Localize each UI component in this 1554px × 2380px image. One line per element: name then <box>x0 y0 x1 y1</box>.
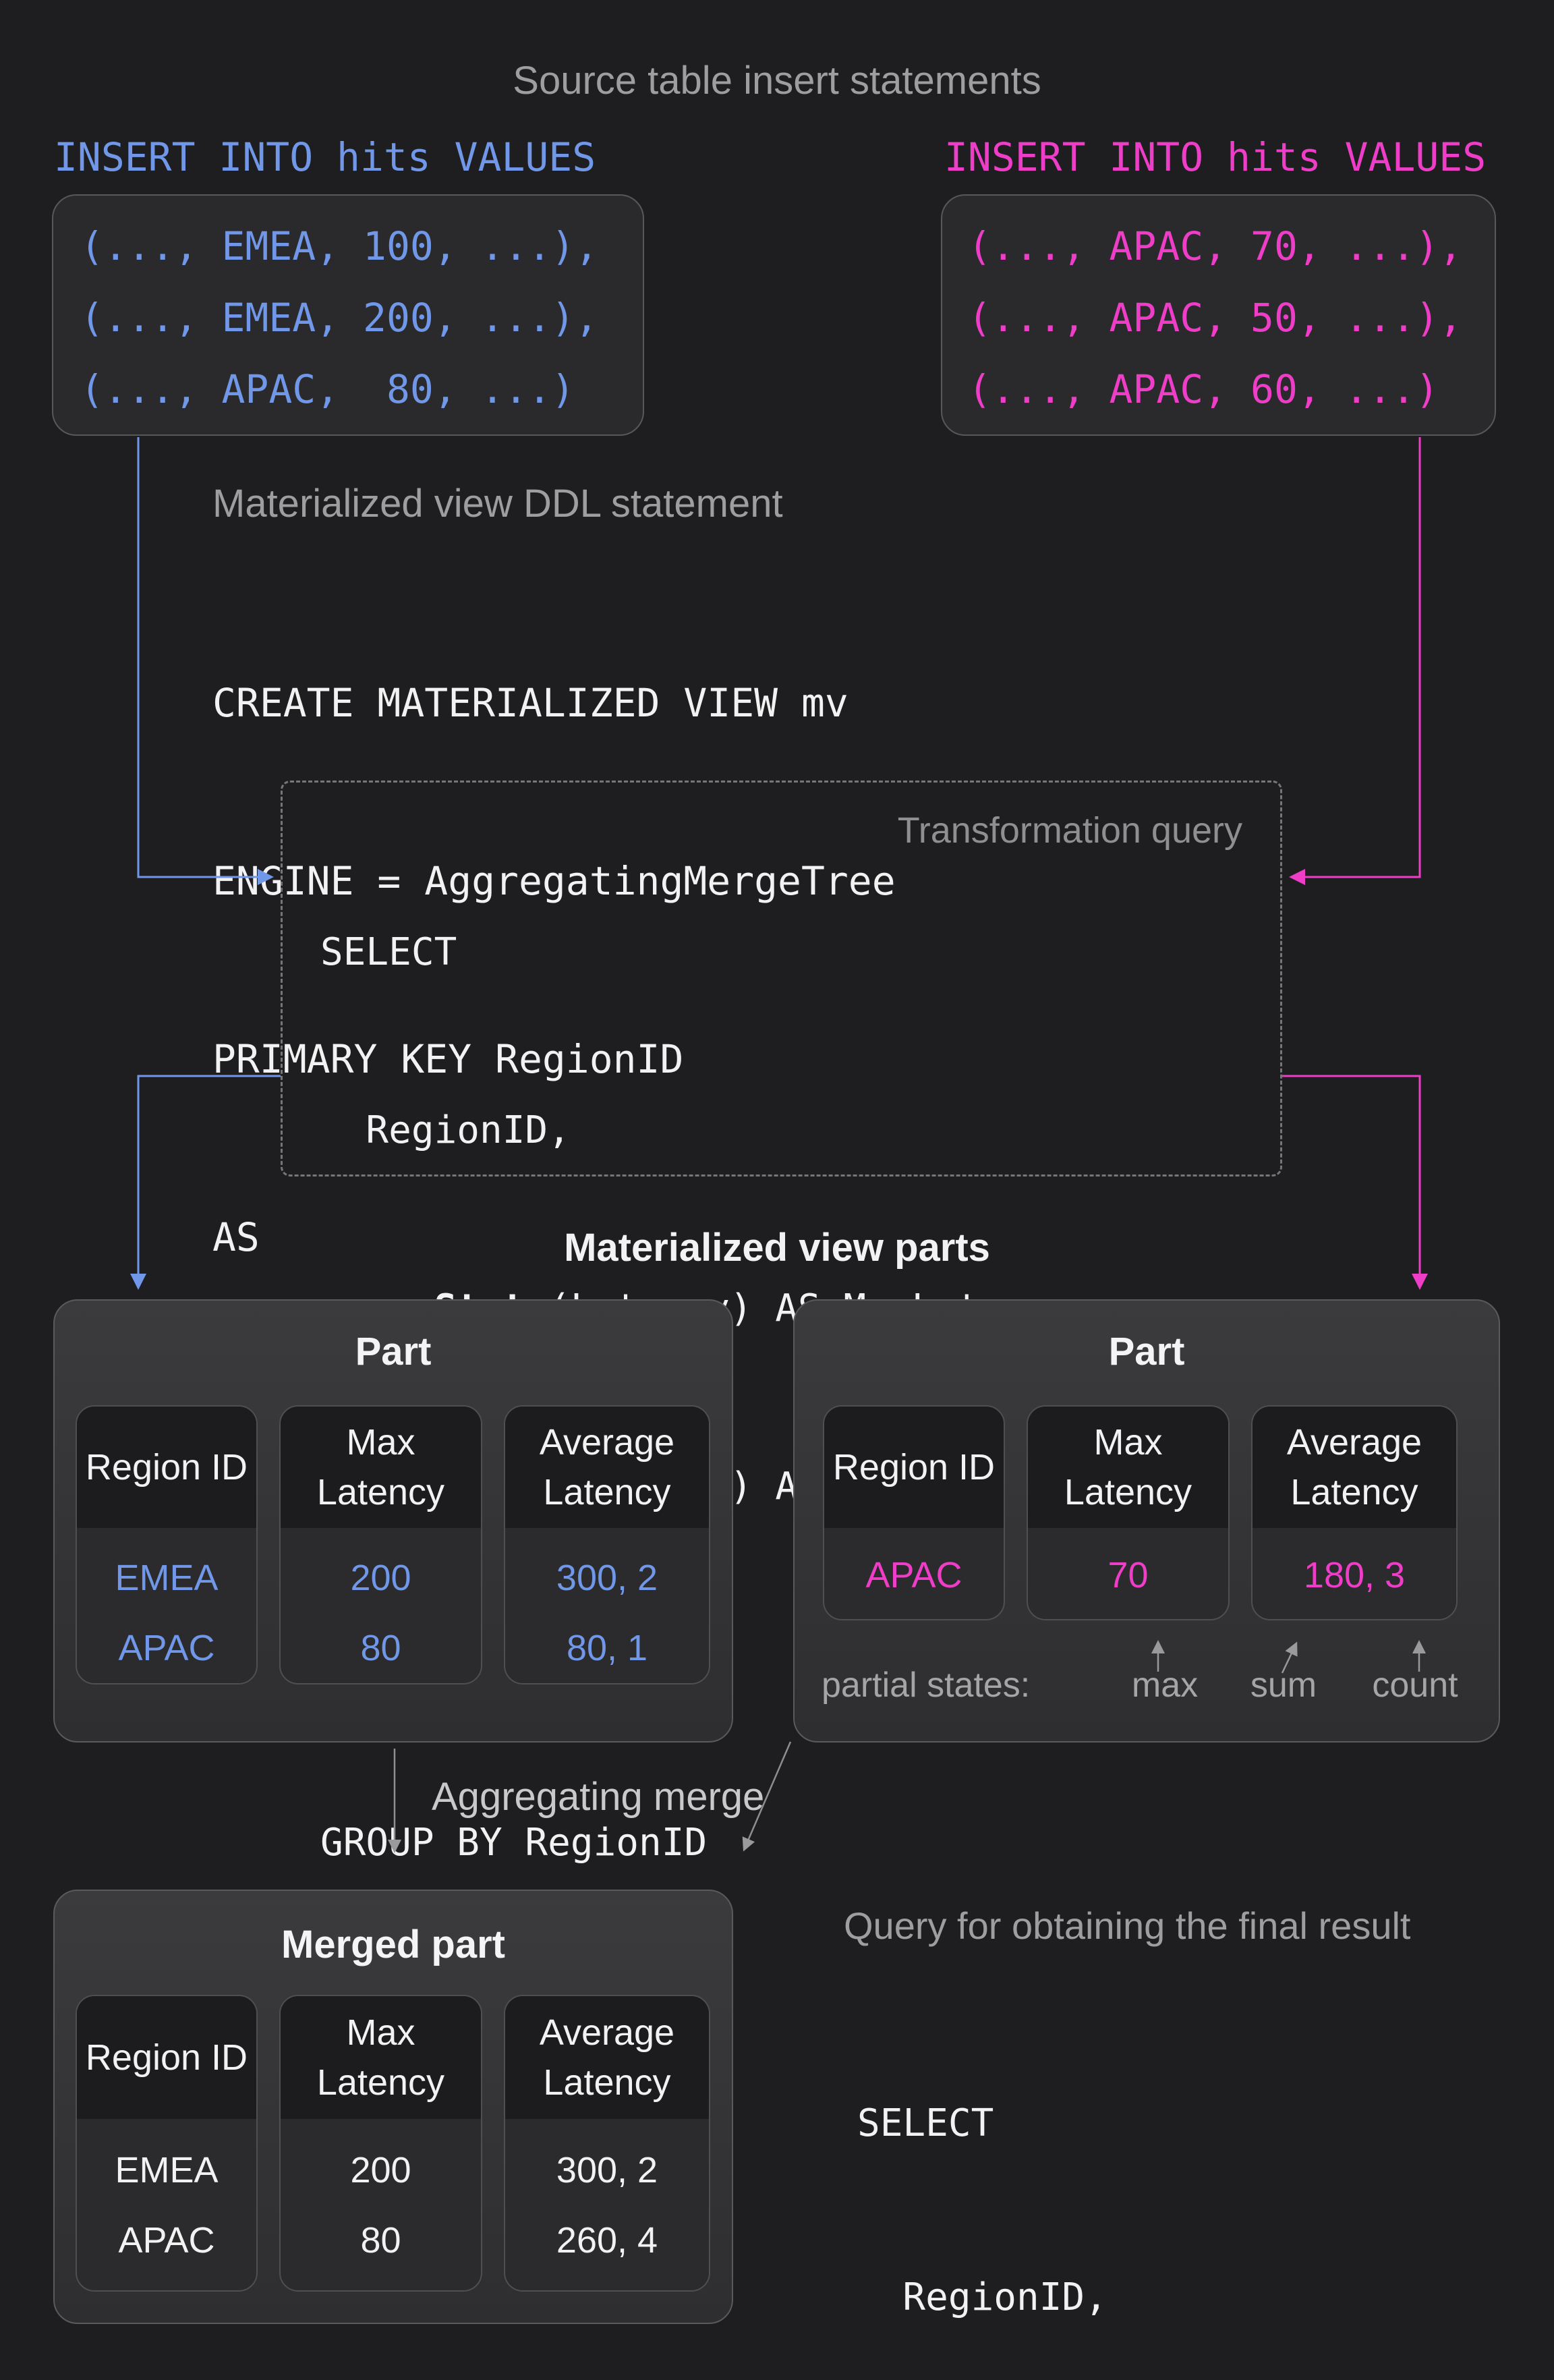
insert-row: (..., EMEA, 200, ...), <box>80 295 599 341</box>
cell: 300, 2 <box>556 2150 658 2190</box>
column-values: APAC <box>824 1528 1004 1619</box>
cell: 260, 4 <box>556 2220 658 2261</box>
transformation-query-label: Transformation query <box>897 810 1242 851</box>
code-line: GROUP BY RegionID <box>320 1821 708 1865</box>
part-box-right: Part Region ID APAC Max Latency 70 Avera… <box>793 1299 1500 1743</box>
merged-part-box: Merged part Region ID EMEA APAC Max Late… <box>53 1890 733 2324</box>
cell: EMEA <box>115 2150 219 2190</box>
part-title: Part <box>1108 1330 1185 1373</box>
merged-part-title: Merged part <box>281 1923 505 1966</box>
column-values: 70 <box>1028 1528 1228 1619</box>
insert-values-box-right: (..., APAC, 70, ...), (..., APAC, 50, ..… <box>941 194 1496 436</box>
column-max-latency: Max Latency 200 80 <box>279 1405 482 1684</box>
code-line: ENGINE = AggregatingMergeTree <box>212 858 896 904</box>
partial-state-sum: sum <box>1250 1666 1317 1705</box>
column-header: Average Latency <box>505 1407 709 1528</box>
final-query-label: Query for obtaining the final result <box>844 1904 1411 1947</box>
cell: 80 <box>360 2220 401 2261</box>
cell: APAC <box>118 1628 215 1668</box>
column-header: Average Latency <box>1253 1407 1456 1528</box>
column-header: Region ID <box>824 1407 1004 1528</box>
column-values: EMEA APAC <box>77 1528 256 1683</box>
insert-row: (..., EMEA, 100, ...), <box>80 223 599 269</box>
column-region-id: Region ID EMEA APAC <box>76 1405 258 1684</box>
insert-row: (..., APAC, 70, ...), <box>968 223 1463 269</box>
insert-row: (..., APAC, 80, ...) <box>80 366 575 412</box>
partial-state-max: max <box>1131 1666 1199 1705</box>
column-values: 180, 3 <box>1253 1528 1456 1619</box>
column-max-latency: Max Latency 200 80 <box>279 1995 482 2292</box>
cell: APAC <box>118 2220 215 2261</box>
cell: EMEA <box>115 1558 219 1598</box>
part-title: Part <box>355 1330 432 1373</box>
ddl-label: Materialized view DDL statement <box>212 482 783 526</box>
column-values: 200 80 <box>281 2119 481 2290</box>
code-line: PRIMARY KEY RegionID <box>212 1036 684 1082</box>
source-table-title: Source table insert statements <box>513 59 1041 103</box>
code-line: SELECT <box>857 2101 994 2145</box>
insert-statement-left: INSERT INTO hits VALUES <box>54 134 596 180</box>
column-header: Region ID <box>77 1996 256 2119</box>
column-values: 200 80 <box>281 1528 481 1683</box>
part-box-left: Part Region ID EMEA APAC Max Latency 200… <box>53 1299 733 1743</box>
column-region-id: Region ID EMEA APAC <box>76 1995 258 2292</box>
cell: 300, 2 <box>556 1558 658 1598</box>
column-header: Region ID <box>77 1407 256 1528</box>
insert-values-box-left: (..., EMEA, 100, ...), (..., EMEA, 200, … <box>52 194 644 436</box>
cell: 70 <box>1107 1554 1149 1595</box>
partial-state-count: count <box>1372 1666 1458 1705</box>
column-average-latency: Average Latency 300, 2 260, 4 <box>504 1995 710 2292</box>
code-line: RegionID, <box>320 1108 571 1152</box>
column-header: Max Latency <box>1028 1407 1228 1528</box>
insert-statement-right: INSERT INTO hits VALUES <box>944 134 1487 180</box>
cell: 80 <box>360 1628 401 1668</box>
cell: 200 <box>350 1558 411 1598</box>
column-header: Max Latency <box>281 1407 481 1528</box>
column-region-id: Region ID APAC <box>823 1405 1005 1620</box>
transformation-query-box: Transformation query SELECT RegionID, ma… <box>281 781 1282 1865</box>
ddl-code: CREATE MATERIALIZED VIEW mv ENGINE = Agg… <box>212 555 896 1386</box>
cell: APAC <box>865 1554 962 1595</box>
parts-section-title: Materialized view parts <box>564 1226 990 1270</box>
column-values: EMEA APAC <box>77 2119 256 2290</box>
arrow-right-insert-to-transform <box>1289 437 1421 885</box>
cell: 180, 3 <box>1303 1554 1406 1595</box>
partial-states-label: partial states: <box>822 1666 1031 1705</box>
insert-row: (..., APAC, 50, ...), <box>968 295 1463 341</box>
code-line: SELECT <box>320 930 457 974</box>
cell: 200 <box>350 2150 411 2190</box>
code-line: CREATE MATERIALIZED VIEW mv <box>212 680 848 726</box>
column-max-latency: Max Latency 70 <box>1027 1405 1230 1620</box>
column-values: 300, 2 260, 4 <box>505 2119 709 2290</box>
column-average-latency: Average Latency 180, 3 <box>1251 1405 1458 1620</box>
cell: 80, 1 <box>566 1628 648 1668</box>
column-values: 300, 2 80, 1 <box>505 1528 709 1683</box>
insert-row: (..., APAC, 60, ...) <box>968 366 1439 412</box>
column-average-latency: Average Latency 300, 2 80, 1 <box>504 1405 710 1684</box>
aggregating-merge-label: Aggregating merge <box>432 1775 765 1819</box>
code-line: RegionID, <box>857 2275 1107 2319</box>
column-header: Max Latency <box>281 1996 481 2119</box>
column-header: Average Latency <box>505 1996 709 2119</box>
